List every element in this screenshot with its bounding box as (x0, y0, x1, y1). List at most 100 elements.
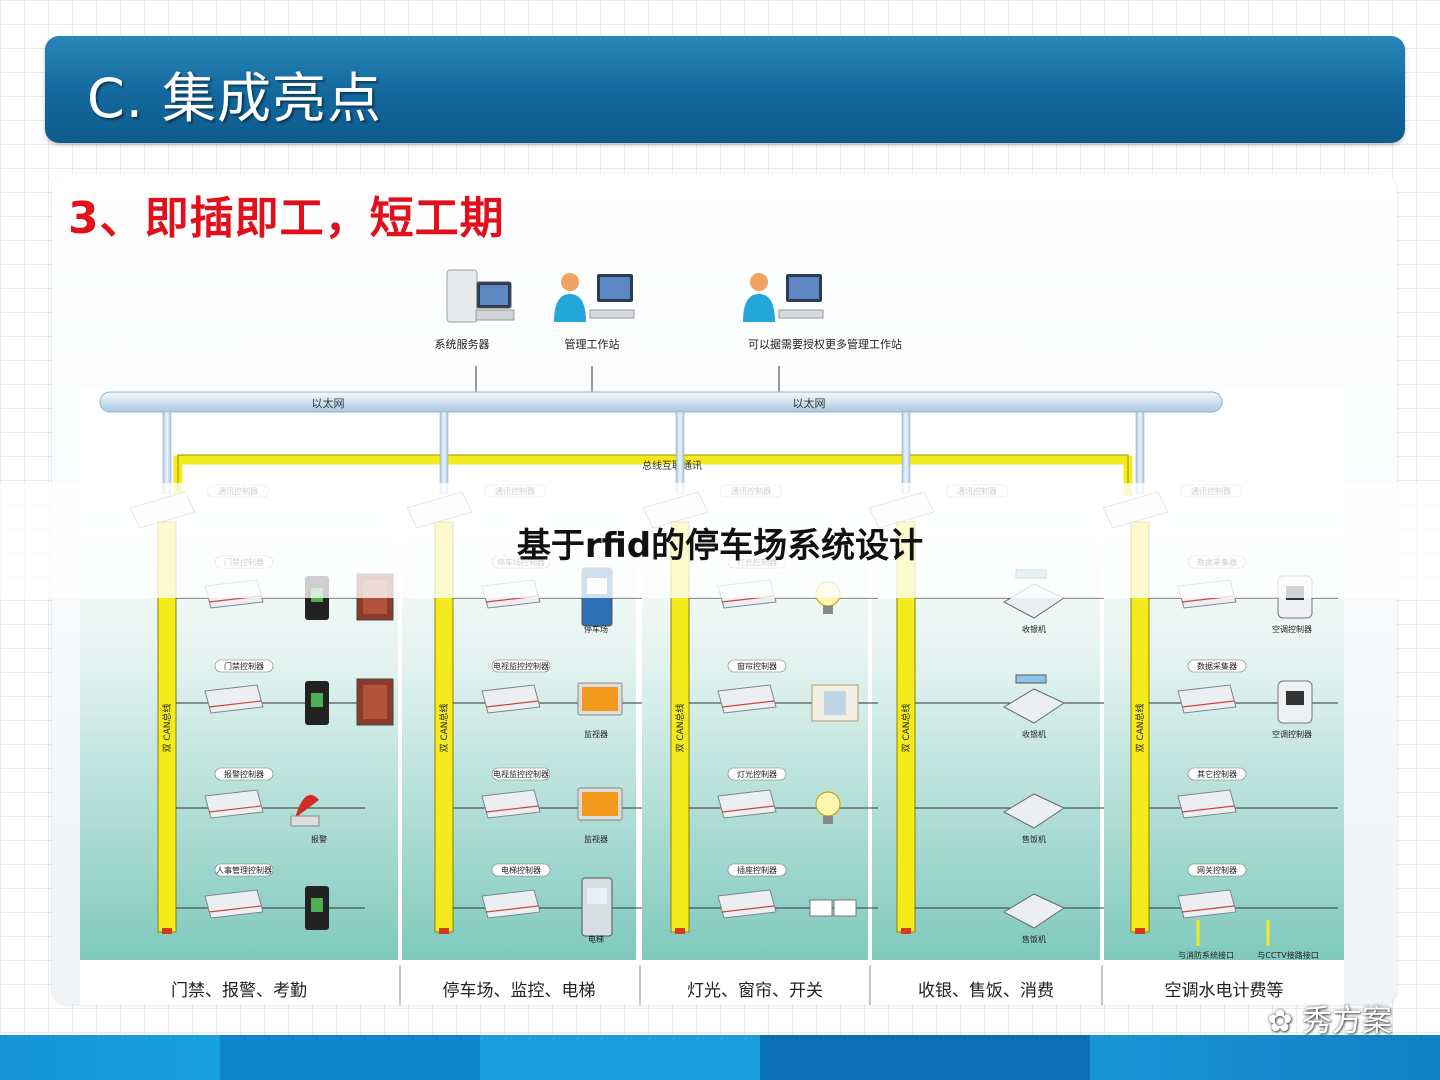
controller-label: 插座控制器 (737, 865, 777, 875)
column-footer-label: 空调水电计费等 (1165, 981, 1284, 1001)
bottom-bar (0, 1035, 1440, 1080)
controller-label: 门禁控制器 (224, 661, 264, 671)
ac-controller-icon (1277, 680, 1313, 724)
top-node-label: 系统服务器 (435, 338, 490, 351)
ethernet-label: 以太网 (312, 397, 345, 410)
can-bus-label: 双 CAN总线 (161, 703, 173, 752)
row-item (915, 674, 1104, 724)
column-footer-label: 停车场、监控、电梯 (443, 981, 596, 1001)
row-item (176, 767, 365, 827)
controller-module-icon (204, 889, 264, 919)
controller-module-icon (481, 684, 541, 714)
row-item (453, 767, 642, 821)
row-item (176, 863, 365, 930)
column-footer (80, 965, 398, 1005)
device-label: 收银机 (1022, 624, 1046, 634)
controller-label: 电梯控制器 (501, 865, 541, 875)
card-reader-icon (305, 886, 329, 930)
watermark-text: 秀方案 (1302, 1004, 1392, 1039)
card-reader-icon (305, 681, 329, 725)
system-diagram: 系统服务器管理工作站可以据需要授权更多管理工作站 以太网 以太网 总线互联通讯 … (80, 269, 1344, 1005)
socket-icon (809, 899, 857, 917)
can-bus-label: 双 CAN总线 (438, 703, 450, 752)
monitor-icon (577, 682, 623, 716)
controller-module-icon (204, 684, 264, 714)
controller-module-icon (481, 889, 541, 919)
ethernet-drop (901, 411, 911, 495)
device-label: 收银机 (1022, 729, 1046, 739)
title-banner: C. 集成亮点 (45, 36, 1405, 143)
controller-label: 网关控制器 (1197, 865, 1237, 875)
controller-module-icon (717, 889, 777, 919)
can-bus-label: 双 CAN总线 (674, 703, 686, 752)
controller-label: 灯光控制器 (737, 769, 777, 779)
device-label: 电梯 (588, 934, 604, 944)
device-label: 售饭机 (1022, 934, 1046, 944)
controller-label: 电视监控控制器 (493, 769, 549, 779)
column-footer-label: 收银、售饭、消费 (918, 981, 1054, 1001)
controller-module-icon (717, 684, 777, 714)
pos-icon (1002, 893, 1066, 929)
can-bus-label: 双 CAN总线 (900, 703, 912, 752)
row-item (689, 659, 878, 722)
row-item (689, 767, 878, 824)
row-item (1149, 659, 1338, 724)
controller-label: 窗帘控制器 (737, 661, 777, 671)
controller-module-icon (1177, 789, 1237, 819)
ethernet-pipe: 以太网 以太网 (99, 391, 1223, 413)
slide-subtitle: 3、即插即工，短工期 (68, 193, 505, 244)
controller-label: 人事管理控制器 (216, 865, 272, 875)
controller-module-icon (1177, 889, 1237, 919)
column-footer (642, 965, 868, 1005)
controller-label: 报警控制器 (224, 769, 264, 779)
controller-module-icon (204, 789, 264, 819)
ethernet-label: 以太网 (793, 397, 826, 410)
watermark: ✿ 秀方案 (1267, 996, 1392, 1040)
column-footer (1104, 965, 1344, 1005)
curtain-icon (811, 684, 859, 722)
column-footer (402, 965, 636, 1005)
device-label: 监视器 (584, 834, 608, 844)
pos-icon (1002, 793, 1066, 829)
ethernet-drop (162, 411, 172, 495)
alarm-icon (290, 794, 320, 827)
ethernet-drop (675, 411, 685, 495)
row-item (453, 659, 642, 716)
row-item (689, 863, 878, 919)
workstation-icon (554, 273, 635, 322)
top-node-label: 管理工作站 (565, 337, 620, 351)
row-item (453, 863, 642, 937)
row-item (1149, 863, 1338, 946)
bus-link: 总线互联通讯 (173, 454, 1133, 496)
pos-icon (1002, 674, 1066, 724)
interface-label: 与消防系统接口 (1178, 950, 1234, 960)
controller-label: 电视监控控制器 (493, 661, 549, 671)
row-item (1149, 767, 1338, 819)
device-label: 停车场 (584, 624, 608, 634)
elevator-icon (581, 877, 613, 937)
device-label: 空调控制器 (1272, 729, 1312, 739)
wechat-icon: ✿ (1267, 1004, 1293, 1039)
bulb-icon (815, 791, 841, 824)
monitor-icon (577, 787, 623, 821)
workstation-icon (743, 273, 824, 322)
controller-label: 数据采集器 (1197, 661, 1237, 671)
column-footer (872, 965, 1100, 1005)
controller-label: 其它控制器 (1197, 769, 1237, 779)
server-icon (446, 269, 515, 323)
device-label: 监视器 (584, 729, 608, 739)
row-item (176, 659, 394, 726)
row-item (915, 893, 1104, 929)
title-overlay (0, 483, 1440, 598)
row-item (915, 793, 1104, 829)
controller-module-icon (717, 789, 777, 819)
device-label: 售饭机 (1022, 834, 1046, 844)
ethernet-drop (1135, 411, 1145, 495)
ethernet-drop (439, 411, 449, 495)
device-label: 空调控制器 (1272, 624, 1312, 634)
bus-label: 总线互联通讯 (642, 459, 702, 472)
door-icon (356, 678, 394, 726)
top-node-label: 可以据需要授权更多管理工作站 (748, 337, 902, 351)
can-bus-label: 双 CAN总线 (1134, 703, 1146, 752)
interface-label: 与CCTV接路接口 (1257, 950, 1319, 960)
